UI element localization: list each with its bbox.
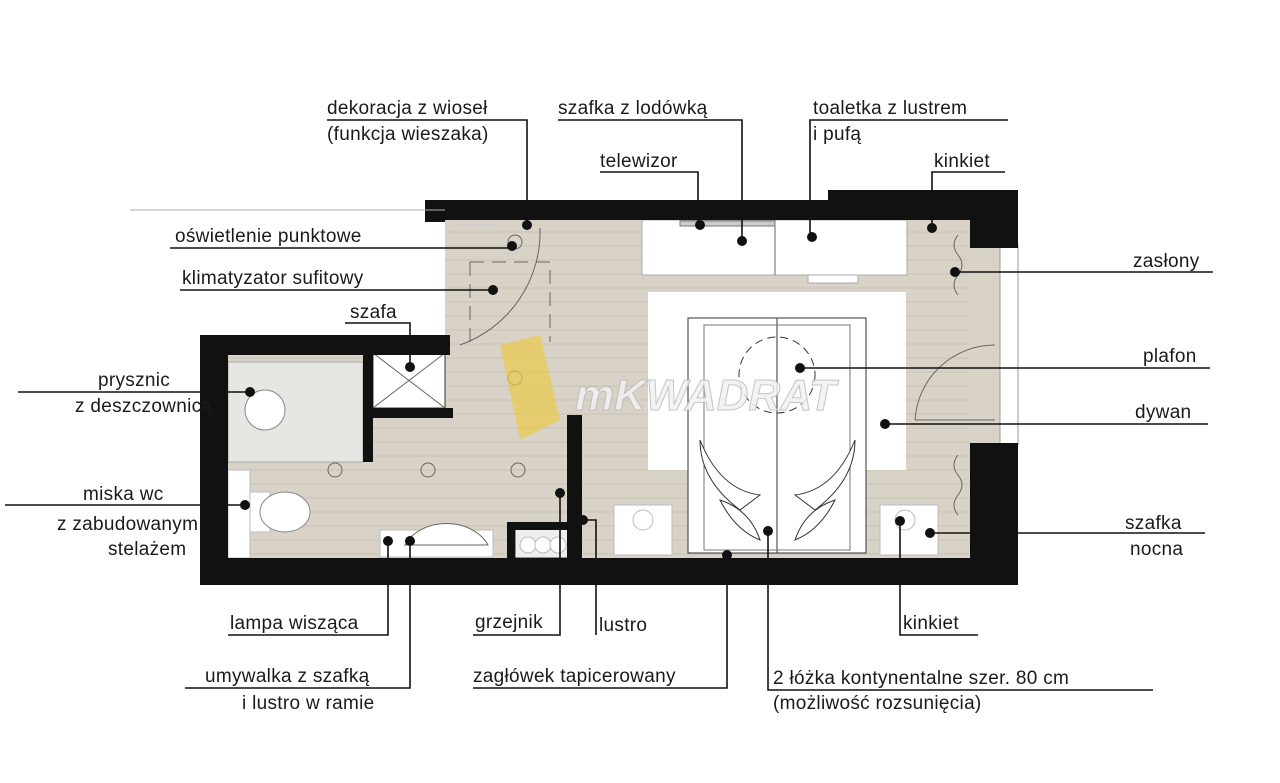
label-szafka-lodowka: szafka z lodówką — [558, 98, 708, 119]
label-prysznic: prysznic — [98, 370, 170, 391]
label-dekoracja: dekoracja z wioseł — [327, 98, 488, 119]
label-wc: miska wc — [83, 484, 164, 505]
label-telewizor: telewizor — [600, 151, 678, 172]
label-szafka-nocna-sub: nocna — [1130, 539, 1183, 560]
label-zaslony: zasłony — [1133, 251, 1200, 272]
svg-text:mKWADRAT: mKWADRAT — [575, 371, 839, 420]
label-oswietlenie: oświetlenie punktowe — [175, 226, 362, 247]
labels: dekoracja z wioseł (funkcja wieszaka) sz… — [57, 98, 1200, 714]
label-toaletka-sub: i pufą — [813, 124, 861, 145]
label-wc-sub1: z zabudowanym — [57, 514, 198, 535]
label-dekoracja-sub: (funkcja wieszaka) — [327, 124, 489, 145]
label-dywan: dywan — [1135, 402, 1191, 423]
label-lozka-sub: (możliwość rozsunięcia) — [773, 693, 982, 714]
leader-lines — [5, 119, 1213, 691]
label-plafon: plafon — [1143, 346, 1197, 367]
label-lustro: lustro — [599, 615, 647, 636]
label-zaglowek: zagłówek tapicerowany — [473, 666, 676, 687]
label-szafa: szafa — [350, 302, 397, 323]
label-lampa: lampa wisząca — [230, 613, 359, 634]
label-kinkiet-bottom: kinkiet — [903, 613, 959, 634]
label-klimatyzator: klimatyzator sufitowy — [182, 268, 364, 289]
label-umywalka: umywalka z szafką — [205, 666, 370, 687]
label-wc-sub2: stelażem — [108, 539, 186, 560]
toilet — [259, 491, 311, 533]
label-szafka-nocna: szafka — [1125, 513, 1182, 534]
label-grzejnik: grzejnik — [475, 612, 543, 633]
label-lozka: 2 łóżka kontynentalne szer. 80 cm — [773, 668, 1069, 689]
label-toaletka: toaletka z lustrem — [813, 98, 967, 119]
label-prysznic-sub: z deszczownicą — [75, 396, 212, 417]
label-umywalka-sub: i lustro w ramie — [242, 693, 375, 714]
label-kinkiet-top: kinkiet — [934, 151, 990, 172]
watermark-logo: mKWADRAT — [500, 335, 839, 440]
